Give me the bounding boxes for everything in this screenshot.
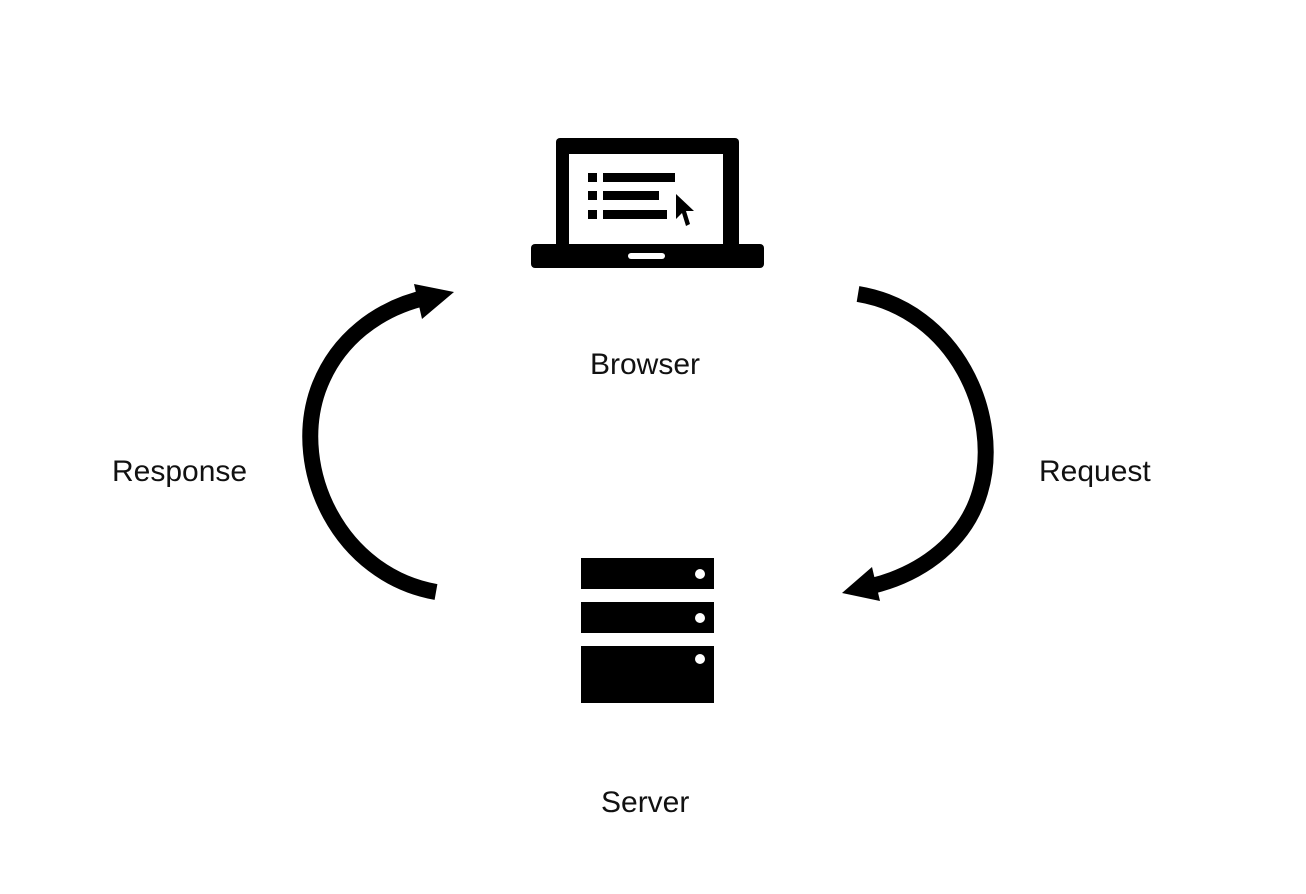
server-led bbox=[695, 569, 705, 579]
request-arrow bbox=[842, 286, 994, 601]
server-label: Server bbox=[601, 786, 690, 819]
response-arrow bbox=[302, 284, 454, 600]
laptop-trackpad-notch bbox=[628, 253, 665, 259]
server-icon bbox=[581, 558, 714, 703]
browser-label: Browser bbox=[590, 348, 701, 381]
cursor-icon bbox=[676, 194, 694, 226]
response-arrow-arc bbox=[302, 289, 438, 600]
laptop-icon bbox=[531, 138, 764, 268]
list-line bbox=[603, 173, 675, 182]
request-arrow-arc bbox=[856, 286, 994, 594]
list-bullet bbox=[588, 191, 597, 200]
server-led bbox=[695, 654, 705, 664]
response-arrowhead bbox=[414, 284, 454, 319]
request-label: Request bbox=[1039, 455, 1151, 488]
list-bullet bbox=[588, 173, 597, 182]
request-arrowhead bbox=[842, 567, 880, 601]
list-bullet bbox=[588, 210, 597, 219]
response-label: Response bbox=[112, 455, 248, 488]
server-led bbox=[695, 613, 705, 623]
list-line bbox=[603, 210, 667, 219]
server-unit bbox=[581, 646, 714, 703]
server-unit bbox=[581, 558, 714, 589]
list-line bbox=[603, 191, 659, 200]
server-unit bbox=[581, 602, 714, 633]
